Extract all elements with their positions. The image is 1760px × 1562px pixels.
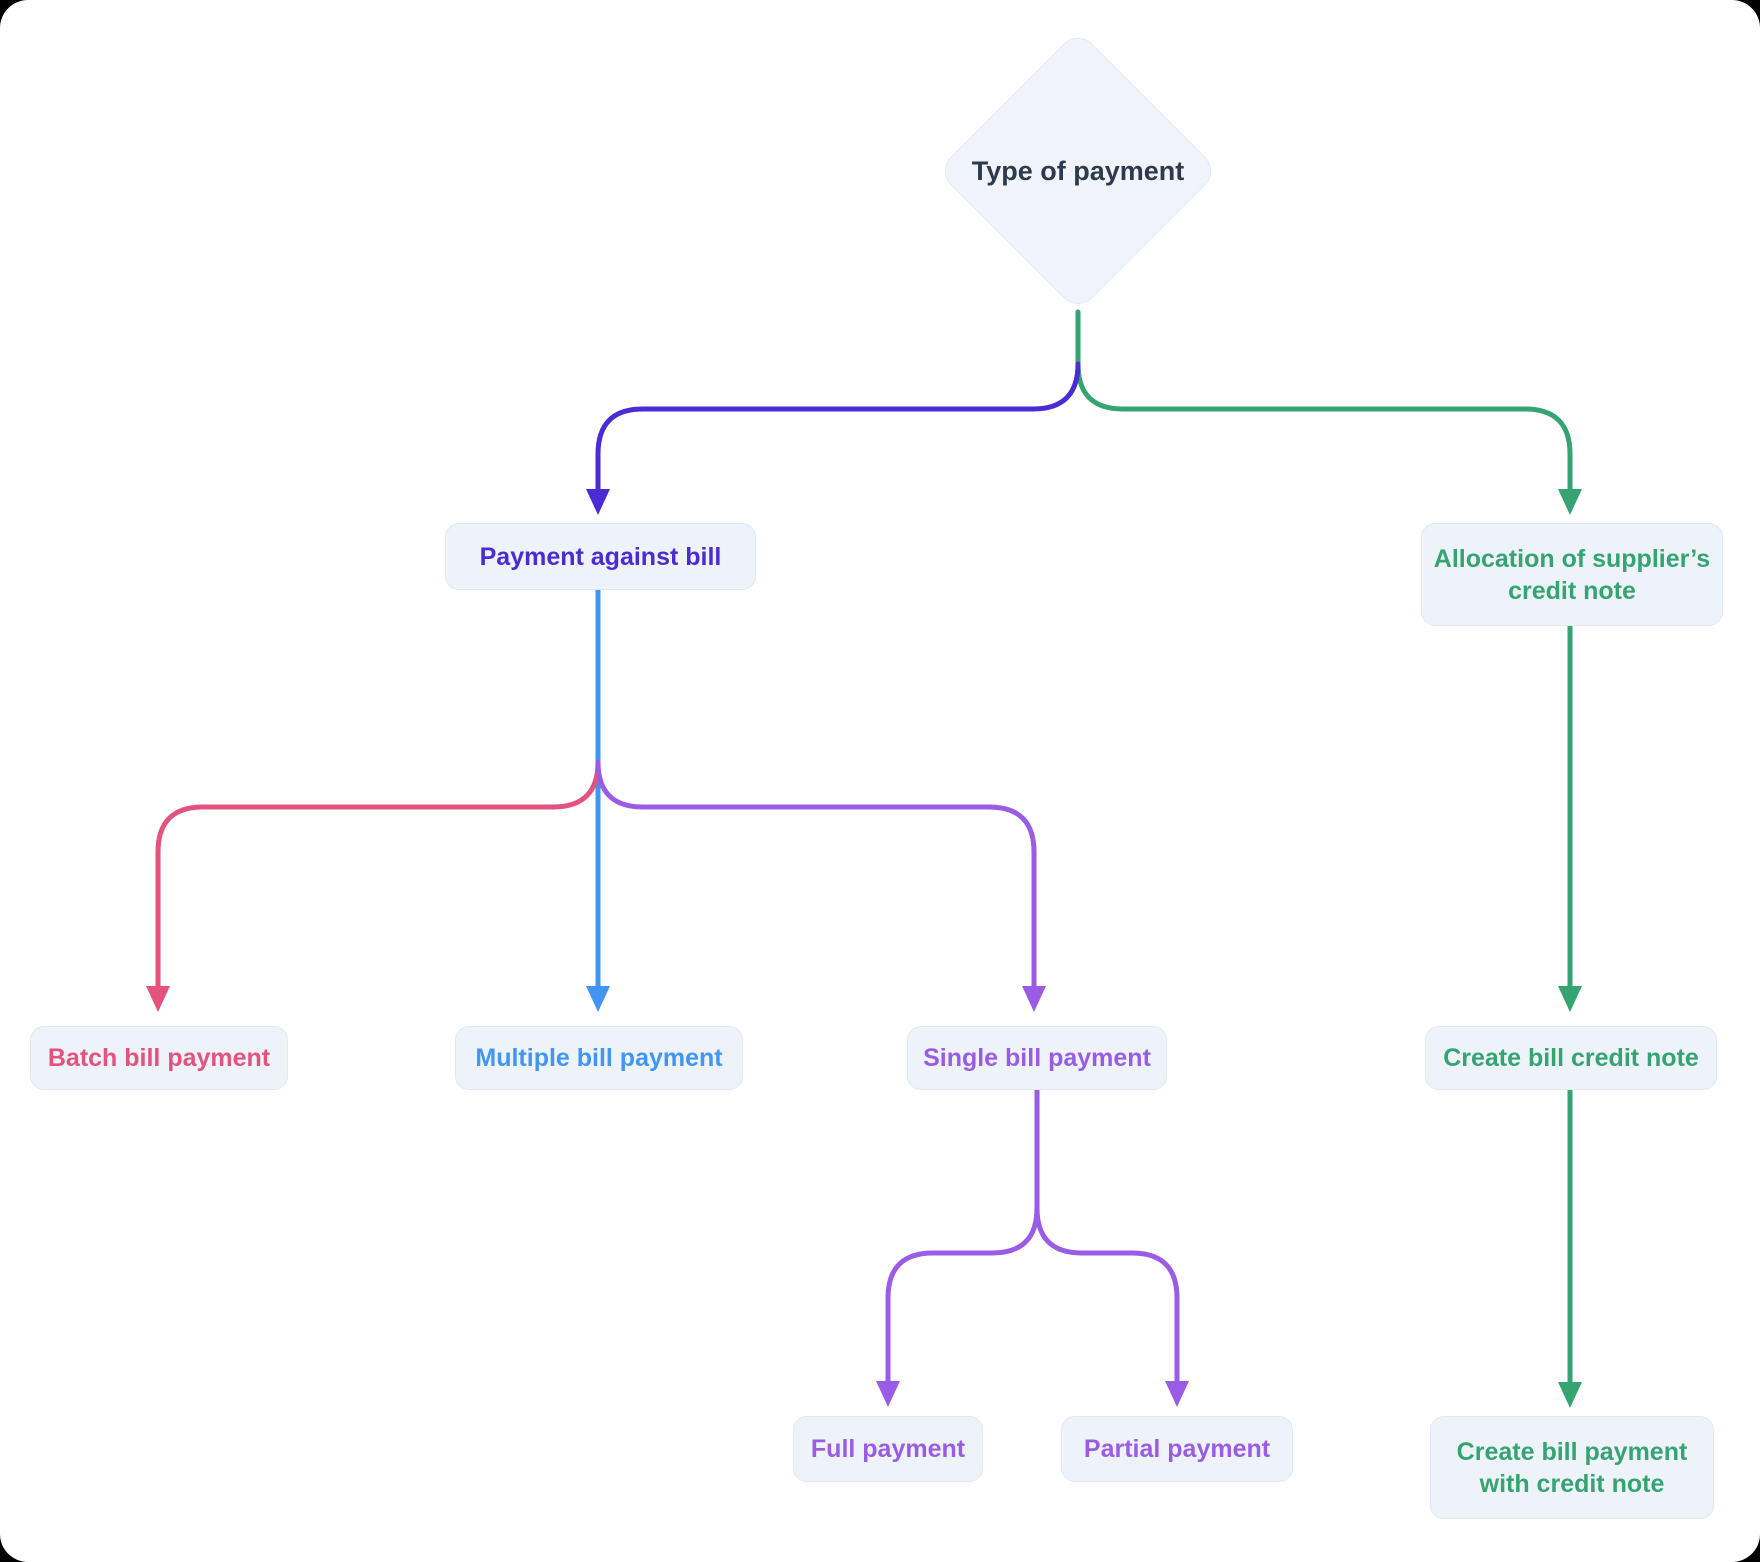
node-create-bill-payment-with-credit-note[interactable]: Create bill payment with credit note [1430,1416,1714,1519]
edge-root-to-allocation [1075,309,1573,492]
arrowhead-batch-bill-payment [146,986,170,1012]
arrowhead-allocation [1558,489,1582,515]
arrowhead-full-payment [876,1381,900,1407]
node-create-bill-credit-note[interactable]: Create bill credit note [1425,1026,1717,1090]
edge-to-batch-bill-payment [155,759,601,989]
edge-to-full-payment [885,1087,1040,1384]
node-batch-bill-payment[interactable]: Batch bill payment [30,1026,288,1090]
node-multiple-bill-payment[interactable]: Multiple bill payment [455,1026,743,1090]
arrowhead-create-bill-payment-with-credit-note [1558,1382,1582,1408]
edge-root-to-payment-against-bill [595,361,1081,492]
node-payment-against-bill[interactable]: Payment against bill [445,523,756,590]
decision-diamond-label: Type of payment [971,155,1185,186]
edge-to-single-bill-payment [595,759,1037,989]
arrowhead-create-bill-credit-note [1558,986,1582,1012]
node-partial-payment[interactable]: Partial payment [1061,1416,1293,1482]
arrowhead-single-bill-payment [1022,986,1046,1012]
arrowhead-partial-payment [1165,1381,1189,1407]
node-full-payment[interactable]: Full payment [793,1416,983,1482]
node-allocation-of-suppliers-credit-note[interactable]: Allocation of supplier’s credit note [1421,523,1723,626]
edge-to-partial-payment [1034,1205,1180,1384]
arrowhead-payment-against-bill [586,489,610,515]
arrowhead-multiple-bill-payment [586,986,610,1012]
node-single-bill-payment[interactable]: Single bill payment [907,1026,1167,1090]
